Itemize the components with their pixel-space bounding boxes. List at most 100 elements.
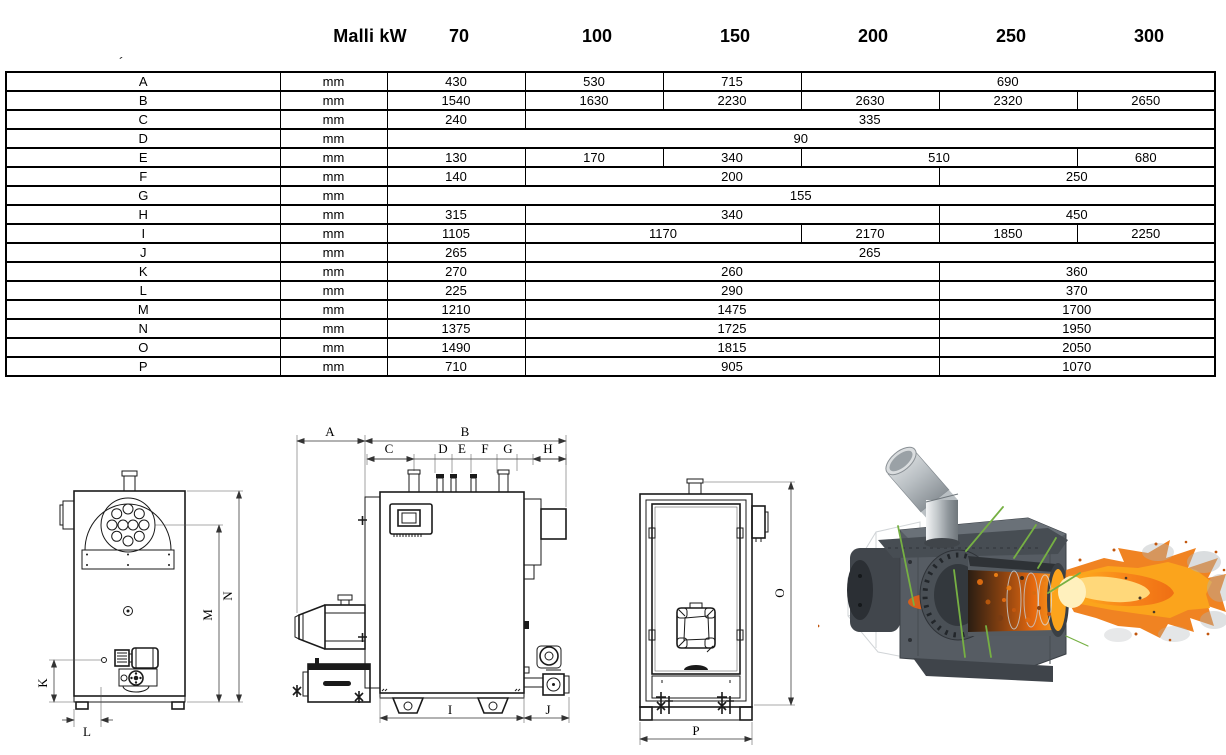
row-label-E: E — [5, 147, 281, 168]
front-pump-assembly — [114, 647, 159, 693]
row-label-L: L — [5, 280, 281, 301]
dim-label-l: L — [83, 724, 91, 739]
side-door — [364, 496, 381, 689]
dim-label-h: H — [543, 441, 552, 456]
cell-C-1: 335 — [524, 109, 1216, 130]
callout-lines — [897, 506, 1089, 658]
row-unit-O: mm — [279, 337, 388, 358]
row-label-I: I — [5, 223, 281, 244]
cell-K-2: 360 — [938, 261, 1216, 282]
burner-flame — [818, 540, 1226, 642]
cell-P-2: 1070 — [938, 356, 1216, 377]
header-col-100: 100 — [581, 26, 613, 46]
header-col-250: 250 — [995, 26, 1027, 46]
back-handle — [684, 665, 708, 670]
header-col-300: 300 — [1133, 26, 1165, 46]
row-label-M: M — [5, 299, 281, 320]
row-unit-I: mm — [279, 223, 388, 244]
cell-K-1: 260 — [524, 261, 940, 282]
back-feet — [639, 692, 753, 721]
dim-label-o: O — [772, 588, 787, 597]
cell-B-3: 2630 — [800, 90, 940, 111]
cell-E-2: 340 — [662, 147, 802, 168]
dim-label-j: J — [545, 702, 550, 717]
cell-B-4: 2320 — [938, 90, 1078, 111]
cell-J-1: 265 — [524, 242, 1216, 263]
front-base — [73, 695, 186, 703]
cell-O-1: 1815 — [524, 337, 940, 358]
flame-sparks — [818, 540, 1226, 642]
side-view-drawing: A B C D E F G H — [292, 425, 570, 723]
side-control-panel — [389, 503, 433, 537]
header-col-70: 70 — [448, 26, 470, 46]
cell-L-0: 225 — [386, 280, 526, 301]
header-col-200: 200 — [857, 26, 889, 46]
cell-E-3: 510 — [800, 147, 1078, 168]
cell-H-0: 315 — [386, 204, 526, 225]
dim-label-d: D — [438, 441, 447, 456]
back-frame-clips — [648, 527, 744, 641]
cell-B-0: 1540 — [386, 90, 526, 111]
row-label-B: B — [5, 90, 281, 111]
burner-motor — [847, 548, 900, 632]
header-col-150: 150 — [719, 26, 751, 46]
row-label-J: J — [5, 242, 281, 263]
front-k-reference — [101, 657, 107, 663]
side-pump-valve — [523, 645, 570, 696]
cell-G-0: 155 — [386, 185, 1216, 206]
cell-I-3: 1850 — [938, 223, 1078, 244]
cell-A-3: 690 — [800, 71, 1216, 92]
back-frame — [639, 493, 753, 708]
row-label-O: O — [5, 337, 281, 358]
cell-F-0: 140 — [386, 166, 526, 187]
cell-E-0: 130 — [386, 147, 526, 168]
cell-E-4: 680 — [1076, 147, 1216, 168]
row-unit-L: mm — [279, 280, 388, 301]
row-unit-J: mm — [279, 242, 388, 263]
front-knob — [123, 606, 133, 616]
dim-label-a: A — [325, 425, 335, 439]
cell-J-0: 265 — [386, 242, 526, 263]
cell-F-2: 250 — [938, 166, 1216, 187]
cell-B-1: 1630 — [524, 90, 664, 111]
row-label-G: G — [5, 185, 281, 206]
row-label-H: H — [5, 204, 281, 225]
row-unit-C: mm — [279, 109, 388, 130]
dim-label-g: G — [503, 441, 512, 456]
row-unit-D: mm — [279, 128, 388, 149]
cell-L-1: 290 — [524, 280, 940, 301]
dim-label-n: N — [220, 591, 235, 601]
cell-B-5: 2650 — [1076, 90, 1216, 111]
cell-F-1: 200 — [524, 166, 940, 187]
cell-A-0: 430 — [386, 71, 526, 92]
cell-L-2: 370 — [938, 280, 1216, 301]
row-unit-B: mm — [279, 90, 388, 111]
front-chimney — [123, 475, 136, 492]
cell-A-1: 530 — [524, 71, 664, 92]
row-unit-P: mm — [279, 356, 388, 377]
back-side-box — [751, 505, 766, 539]
cell-H-1: 340 — [524, 204, 940, 225]
burner-pellets — [977, 573, 1055, 623]
cell-H-2: 450 — [938, 204, 1216, 225]
row-unit-N: mm — [279, 318, 388, 339]
back-chimney — [688, 482, 702, 495]
front-flue-box — [62, 500, 75, 530]
dim-label-f: F — [481, 441, 488, 456]
cell-K-0: 270 — [386, 261, 526, 282]
row-label-C: C — [5, 109, 281, 130]
cell-B-2: 2230 — [662, 90, 802, 111]
row-unit-K: mm — [279, 261, 388, 282]
